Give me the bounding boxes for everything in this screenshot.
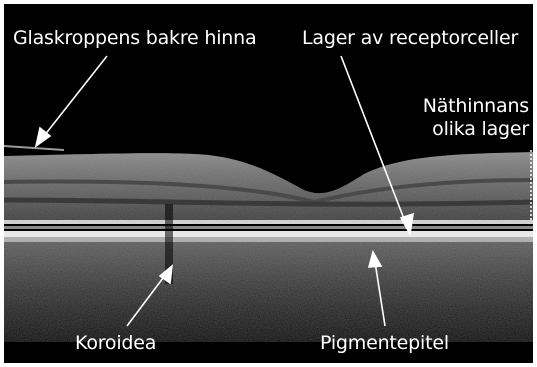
oct-scan-image — [4, 4, 533, 363]
label-retina-layers-2: olika lager — [432, 119, 529, 140]
label-pigment-epithelium: Pigmentepitel — [320, 333, 449, 354]
vitreous-membrane — [4, 146, 64, 150]
label-choroid: Koroidea — [75, 333, 156, 354]
oct-scan-frame: Glaskroppens bakre hinna Lager av recept… — [4, 4, 533, 363]
label-retina-layers-1: Näthinnans — [423, 96, 529, 117]
pigment-epithelium — [4, 231, 533, 237]
label-receptor-layer: Lager av receptorceller — [302, 28, 518, 49]
receptor-layer — [4, 220, 533, 224]
label-vitreous-membrane: Glaskroppens bakre hinna — [13, 28, 256, 49]
